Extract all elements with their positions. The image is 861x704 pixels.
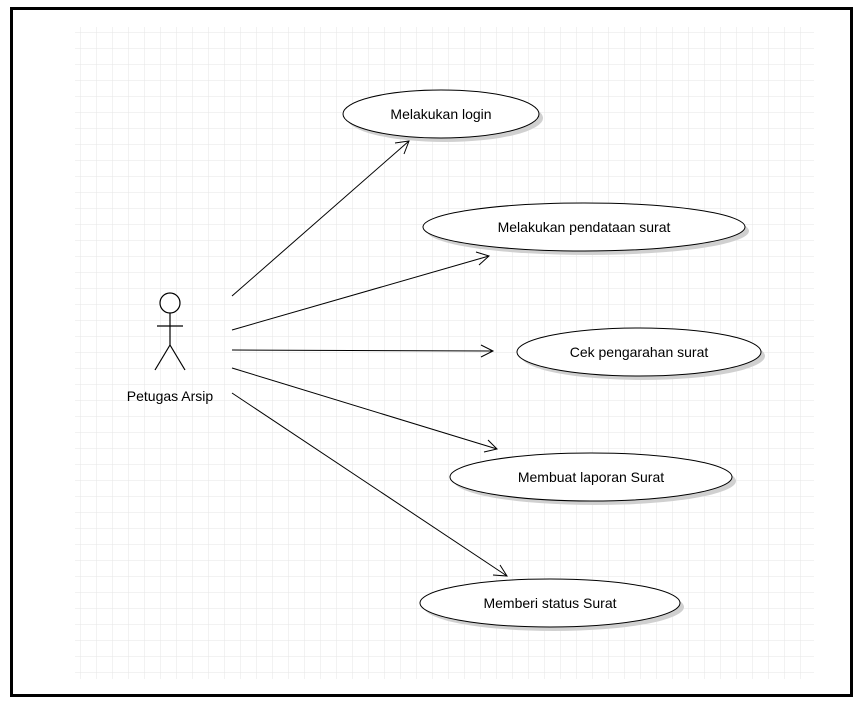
actor[interactable]: Petugas Arsip	[127, 292, 214, 404]
stick-figure-icon	[154, 292, 186, 371]
use-case-melakukan-login[interactable]: Melakukan login	[342, 89, 543, 142]
use-case-membuat-laporan-surat[interactable]: Membuat laporan Surat	[449, 452, 736, 505]
association-uc4	[231, 367, 498, 453]
use-case-label: Melakukan login	[390, 106, 491, 122]
association-uc2	[231, 251, 490, 331]
use-case-label: Memberi status Surat	[483, 595, 616, 611]
use-case-label: Cek pengarahan surat	[570, 344, 709, 360]
use-case-memberi-status-surat[interactable]: Memberi status Surat	[419, 578, 684, 631]
use-case-label: Melakukan pendataan surat	[498, 219, 671, 235]
association-uc1	[231, 140, 410, 297]
use-case-cek-pengarahan-surat[interactable]: Cek pengarahan surat	[516, 327, 765, 380]
associations	[231, 140, 508, 577]
association-uc3	[231, 344, 495, 358]
actor-label: Petugas Arsip	[127, 388, 214, 404]
association-uc5	[231, 392, 508, 577]
use-case-label: Membuat laporan Surat	[518, 469, 664, 485]
use-case-melakukan-pendataan-surat[interactable]: Melakukan pendataan surat	[422, 202, 749, 255]
